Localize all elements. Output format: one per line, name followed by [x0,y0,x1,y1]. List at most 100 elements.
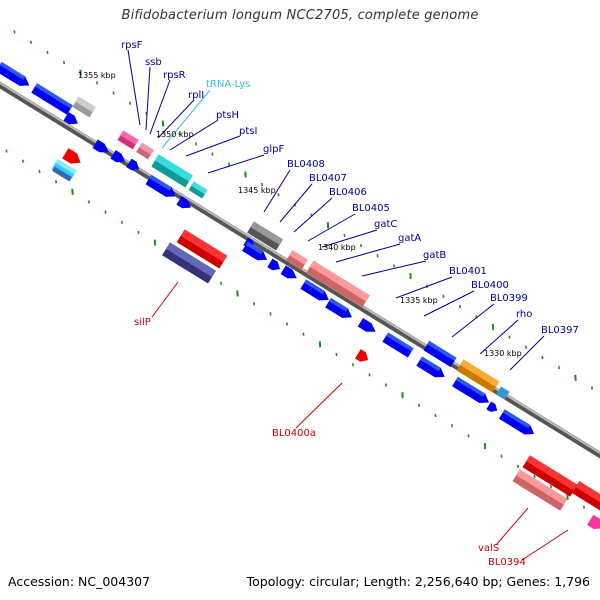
kbp-label: 1355 kbp [78,71,116,80]
gene-block [242,241,268,261]
gene-block-red-top [180,229,228,263]
gene-block [92,139,109,153]
gene-block-salmon [306,260,370,308]
gene-block-body [63,112,78,125]
gene-block-red-small-body [355,349,369,362]
gene-label-rho: rho [516,309,532,320]
gene-label-glpF: glpF [263,144,284,155]
gene-block-salmon [286,250,308,270]
gene-label-trna-lys: tRNA-Lys [206,79,250,90]
gene-label-gatB: gatB [423,250,446,261]
gene-block-highlight [149,174,172,191]
gene-block-teal [188,181,208,199]
gene-block-highlight [245,241,264,255]
gene-block-red [176,229,228,269]
gene-label-ssb: ssb [145,57,162,68]
gene-block [498,409,535,435]
kbp-label-group: 1355 kbp 1350 kbp 1345 kbp 1340 kbp 1335… [78,71,522,358]
gene-block-pink-top [120,130,139,145]
gene-label-ptsI: ptsI [239,126,257,137]
leader-line [127,49,141,126]
leader-line [495,507,529,546]
gene-block-teal [151,154,193,188]
gene-block-body [92,139,109,153]
gene-block-rose-top [139,142,154,155]
map-title: Bifidobacterium longum NCC2705, complete… [121,8,479,23]
gene-block-red-top [526,455,578,491]
gene-block [300,279,329,301]
gene-block [486,401,498,412]
gene-label-BL0400: BL0400 [471,280,509,291]
gene-block-rna-body [51,159,77,181]
gene-label-rpsR: rpsR [163,70,186,81]
gene-block-body [280,265,297,279]
gene-block-body [486,401,498,412]
gene-block-teal-top [191,181,208,195]
gene-block-rna-base-body [52,166,72,182]
gene-block-rose [136,142,154,160]
gene-block [0,61,30,86]
gene-block-highlight [420,356,441,372]
gene-block-rna-base [52,166,72,182]
gene-block [267,258,281,271]
leader-line [521,529,569,561]
gene-block [280,265,297,279]
gene-block-body [176,196,191,209]
gene-label-BL0401: BL0401 [449,266,487,277]
genome-summary-text: Topology: circular; Length: 2,256,640 bp… [246,574,590,589]
gene-block [325,297,352,318]
gene-block-red-body [62,148,81,164]
gene-block [176,196,191,209]
leader-line [149,79,171,135]
gene-block-pink [587,514,600,530]
gene-label-BL0407: BL0407 [309,173,347,184]
gene-label-BL0394: BL0394 [488,557,526,568]
gene-block-body [357,318,376,332]
gene-label-BL0408: BL0408 [287,159,325,170]
gene-label-rplI: rplI [188,90,204,101]
gene-block-salmon-top [289,250,308,265]
gene-label-BL0399: BL0399 [490,293,528,304]
gene-block-rna [51,159,77,181]
gene-labels-forward: rpsF ssb rpsR rplI tRNA-Lys ptsH ptsI gl… [121,40,579,336]
leader-line [207,154,265,174]
gene-block-grey [72,96,96,118]
leader-line [335,243,401,263]
gene-labels-reverse: silP BL0400a valS BL0394 [134,317,526,568]
gene-block [110,150,125,163]
gene-block-purple [162,242,216,284]
gene-block-red [522,455,578,497]
leader-line [161,89,211,149]
gene-block-salmon [512,469,568,511]
gene-block-highlight [304,279,325,295]
gene-block-highlight [0,61,26,80]
leader-line [169,119,219,151]
gene-label-gatA: gatA [398,233,421,244]
gene-block-salmon-top [309,260,370,302]
gene-block-highlight [427,340,457,361]
kbp-label: 1350 kbp [156,130,194,139]
gene-block-highlight [502,409,531,429]
gene-block-darkgrey [247,221,283,251]
gene-block [63,112,78,125]
gene-block-highlight [455,376,486,397]
gene-block-small [496,386,510,400]
leader-line [263,169,291,213]
leader-line [295,382,343,429]
gene-label-BL0405: BL0405 [352,203,390,214]
gene-block-orange-top [460,359,500,388]
gene-block [126,158,140,171]
gene-block-orange [456,359,500,393]
gene-block-salmon-top [516,469,568,505]
accession-text: Accession: NC_004307 [8,574,151,589]
leader-line [479,319,519,355]
leader-line [423,290,475,317]
leader-line [451,303,495,338]
gene-block-body [267,258,281,271]
kbp-label: 1340 kbp [318,243,356,252]
gene-block [31,83,73,115]
gene-block [452,376,490,403]
kbp-label: 1335 kbp [400,296,438,305]
leader-line [307,213,356,242]
leader-line [361,260,427,277]
